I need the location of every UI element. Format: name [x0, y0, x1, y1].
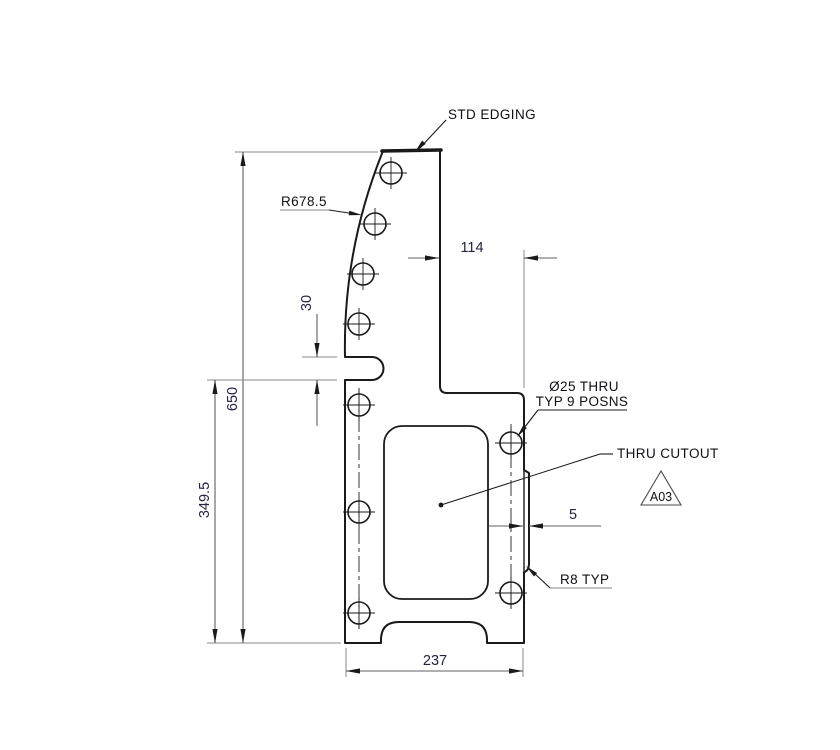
arrowhead: [509, 523, 523, 529]
arrowhead: [314, 343, 320, 357]
hole: [343, 496, 375, 528]
arrowhead: [240, 152, 246, 166]
leader-hole-note: Ø25 THRU TYP 9 POSNS: [517, 379, 628, 437]
arrowhead: [509, 668, 523, 674]
arrowhead: [314, 380, 320, 394]
leader-edge-radius: R678.5: [280, 194, 362, 216]
dim-237-value: 237: [423, 653, 447, 669]
hole: [495, 427, 527, 459]
arrowhead: [212, 629, 218, 643]
arrowhead: [524, 255, 538, 261]
thru-cutout-label: THRU CUTOUT: [617, 446, 719, 461]
part-outline-path: [343, 149, 530, 644]
arrowhead: [529, 523, 543, 529]
arrowhead: [240, 629, 246, 643]
corner-radius-label: R8 TYP: [560, 572, 609, 587]
arrowhead: [212, 380, 218, 394]
hole: [495, 577, 527, 609]
hole-note-line2: TYP 9 POSNS: [536, 394, 629, 409]
arrowhead: [425, 255, 439, 261]
arrowhead: [526, 566, 538, 577]
leader-corner-radius: R8 TYP: [526, 566, 612, 589]
dim-tab-width: 5: [489, 507, 601, 529]
leader-std-edging: STD EDGING: [415, 107, 536, 152]
arrowhead: [348, 210, 362, 216]
dim-overall-height: 650: [207, 151, 378, 644]
hole: [347, 258, 379, 290]
std-edging-label: STD EDGING: [448, 107, 536, 122]
revision-flag-label: A03: [650, 490, 672, 504]
arrowhead: [346, 668, 360, 674]
dim-upper-width: 114: [408, 240, 557, 388]
edge-radius-label: R678.5: [281, 194, 327, 209]
hole: [343, 308, 375, 340]
dim-5-value: 5: [569, 507, 577, 523]
dim-114-value: 114: [460, 240, 483, 256]
dim-650-value: 650: [225, 387, 241, 411]
arrowhead: [415, 140, 426, 152]
dim-bottom-width: 237: [345, 648, 524, 677]
part-outline: [343, 148, 530, 644]
arrowhead: [517, 425, 527, 437]
holes-group: [343, 157, 527, 629]
dim-lower-height: 349.5: [197, 379, 337, 643]
dim-349-5-value: 349.5: [197, 482, 213, 518]
revision-flag: A03: [640, 469, 682, 506]
leader-thru-cutout: THRU CUTOUT: [438, 446, 719, 508]
hole: [375, 157, 407, 189]
thru-cutout-opening: [383, 425, 489, 600]
dim-slot-height: 30: [299, 295, 337, 426]
dim-30-value: 30: [299, 295, 315, 311]
top-edge-thick: [380, 148, 443, 153]
hole: [343, 389, 375, 421]
hole-note-line1: Ø25 THRU: [549, 379, 619, 394]
hole: [359, 208, 391, 240]
hole: [343, 597, 375, 629]
revision-triangle-icon: [640, 469, 682, 506]
